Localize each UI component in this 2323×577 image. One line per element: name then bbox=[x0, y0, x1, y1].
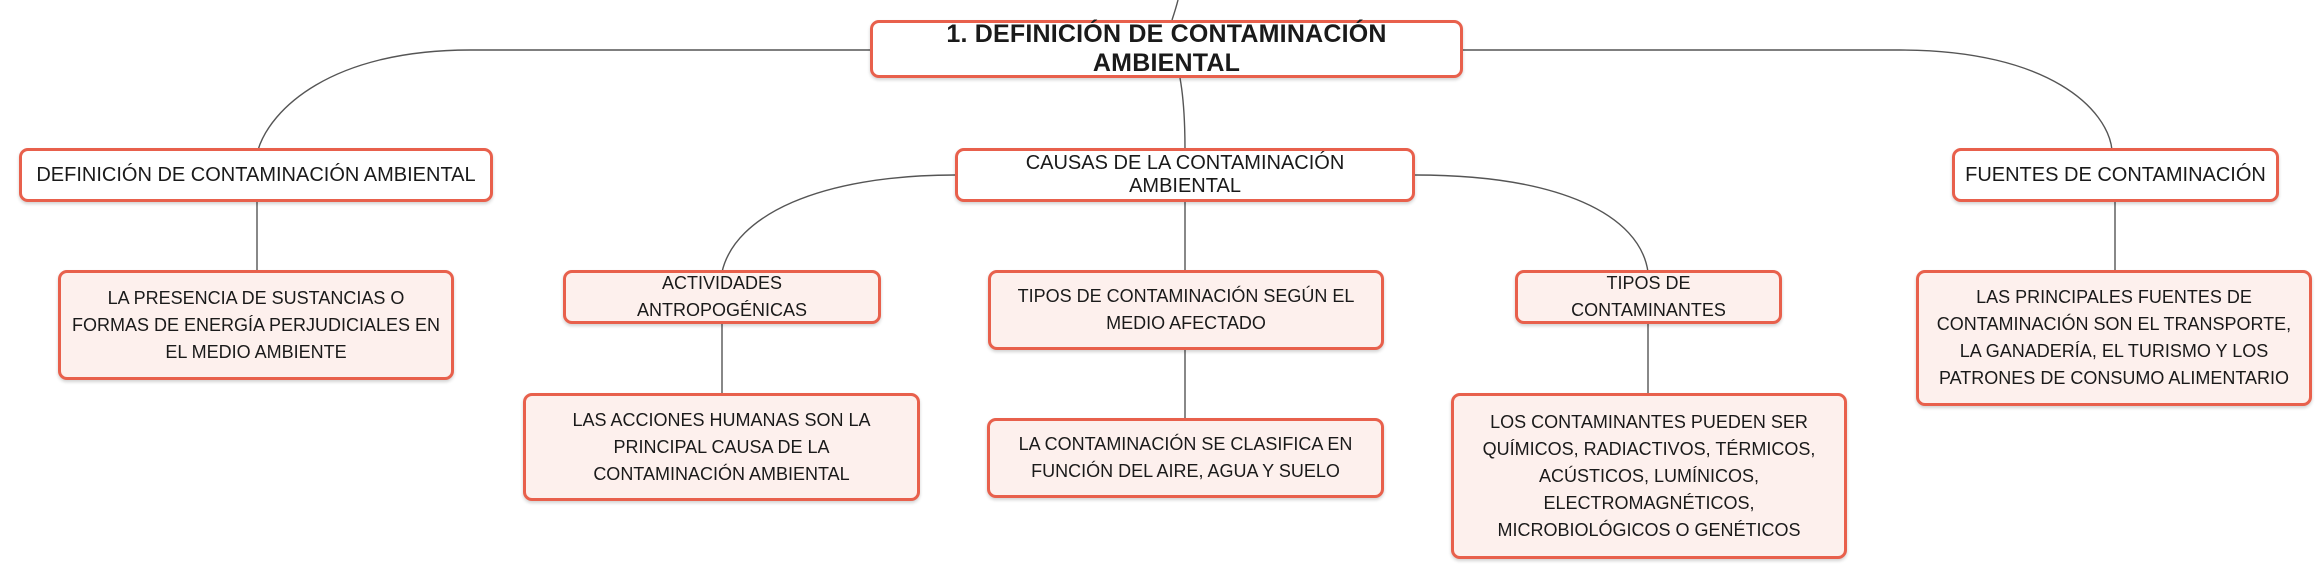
detail-actividades[interactable]: LAS ACCIONES HUMANAS SON LA PRINCIPAL CA… bbox=[523, 393, 920, 501]
subtopic-tipos-contaminantes-label: TIPOS DE CONTAMINANTES bbox=[1571, 273, 1726, 320]
connector-causas-contaminantes bbox=[1414, 174, 1649, 273]
subtopic-tipos-contaminantes[interactable]: TIPOS DE CONTAMINANTES bbox=[1515, 270, 1782, 324]
subtopic-medio-afectado[interactable]: TIPOS DE CONTAMINACIÓN SEGÚN EL MEDIO AF… bbox=[988, 270, 1384, 350]
detail-tipos-contaminantes[interactable]: LOS CONTAMINANTES PUEDEN SER QUÍMICOS, R… bbox=[1451, 393, 1847, 559]
connector-root-causas bbox=[1179, 77, 1186, 151]
detail-medio-afectado[interactable]: LA CONTAMINACIÓN SE CLASIFICA EN FUNCIÓN… bbox=[987, 418, 1384, 498]
topic-fuentes-label: FUENTES DE CONTAMINACIÓN bbox=[1965, 163, 2266, 186]
connector-root-definicion bbox=[257, 49, 870, 151]
connector-parent-root bbox=[1171, 0, 1179, 21]
topic-causas[interactable]: CAUSAS DE LA CONTAMINACIÓN AMBIENTAL bbox=[955, 148, 1415, 202]
detail-fuentes-text: LAS PRINCIPALES FUENTES DE CONTAMINACIÓN… bbox=[1936, 287, 2292, 388]
detail-actividades-text: LAS ACCIONES HUMANAS SON LA PRINCIPAL CA… bbox=[572, 409, 871, 484]
topic-definicion[interactable]: DEFINICIÓN DE CONTAMINACIÓN AMBIENTAL bbox=[19, 148, 493, 202]
detail-medio-afectado-text: LA CONTAMINACIÓN SE CLASIFICA EN FUNCIÓN… bbox=[1018, 434, 1353, 481]
subtopic-medio-afectado-label: TIPOS DE CONTAMINACIÓN SEGÚN EL MEDIO AF… bbox=[1017, 286, 1355, 333]
detail-definicion[interactable]: LA PRESENCIA DE SUSTANCIAS O FORMAS DE E… bbox=[58, 270, 454, 380]
topic-causas-label: CAUSAS DE LA CONTAMINACIÓN AMBIENTAL bbox=[1025, 152, 1345, 197]
topic-fuentes[interactable]: FUENTES DE CONTAMINACIÓN bbox=[1952, 148, 2279, 202]
detail-definicion-text: LA PRESENCIA DE SUSTANCIAS O FORMAS DE E… bbox=[71, 287, 441, 362]
detail-fuentes[interactable]: LAS PRINCIPALES FUENTES DE CONTAMINACIÓN… bbox=[1916, 270, 2312, 406]
connector-causas-actividades bbox=[721, 174, 956, 273]
root-topic-label: 1. DEFINICIÓN DE CONTAMINACIÓN AMBIENTAL bbox=[946, 20, 1387, 77]
subtopic-actividades-label: ACTIVIDADES ANTROPOGÉNICAS bbox=[636, 273, 808, 320]
connector-root-fuentes bbox=[1462, 49, 2113, 151]
root-topic[interactable]: 1. DEFINICIÓN DE CONTAMINACIÓN AMBIENTAL bbox=[870, 20, 1463, 78]
detail-tipos-contaminantes-text: LOS CONTAMINANTES PUEDEN SER QUÍMICOS, R… bbox=[1482, 411, 1816, 540]
topic-definicion-label: DEFINICIÓN DE CONTAMINACIÓN AMBIENTAL bbox=[36, 163, 476, 186]
subtopic-actividades[interactable]: ACTIVIDADES ANTROPOGÉNICAS bbox=[563, 270, 881, 324]
